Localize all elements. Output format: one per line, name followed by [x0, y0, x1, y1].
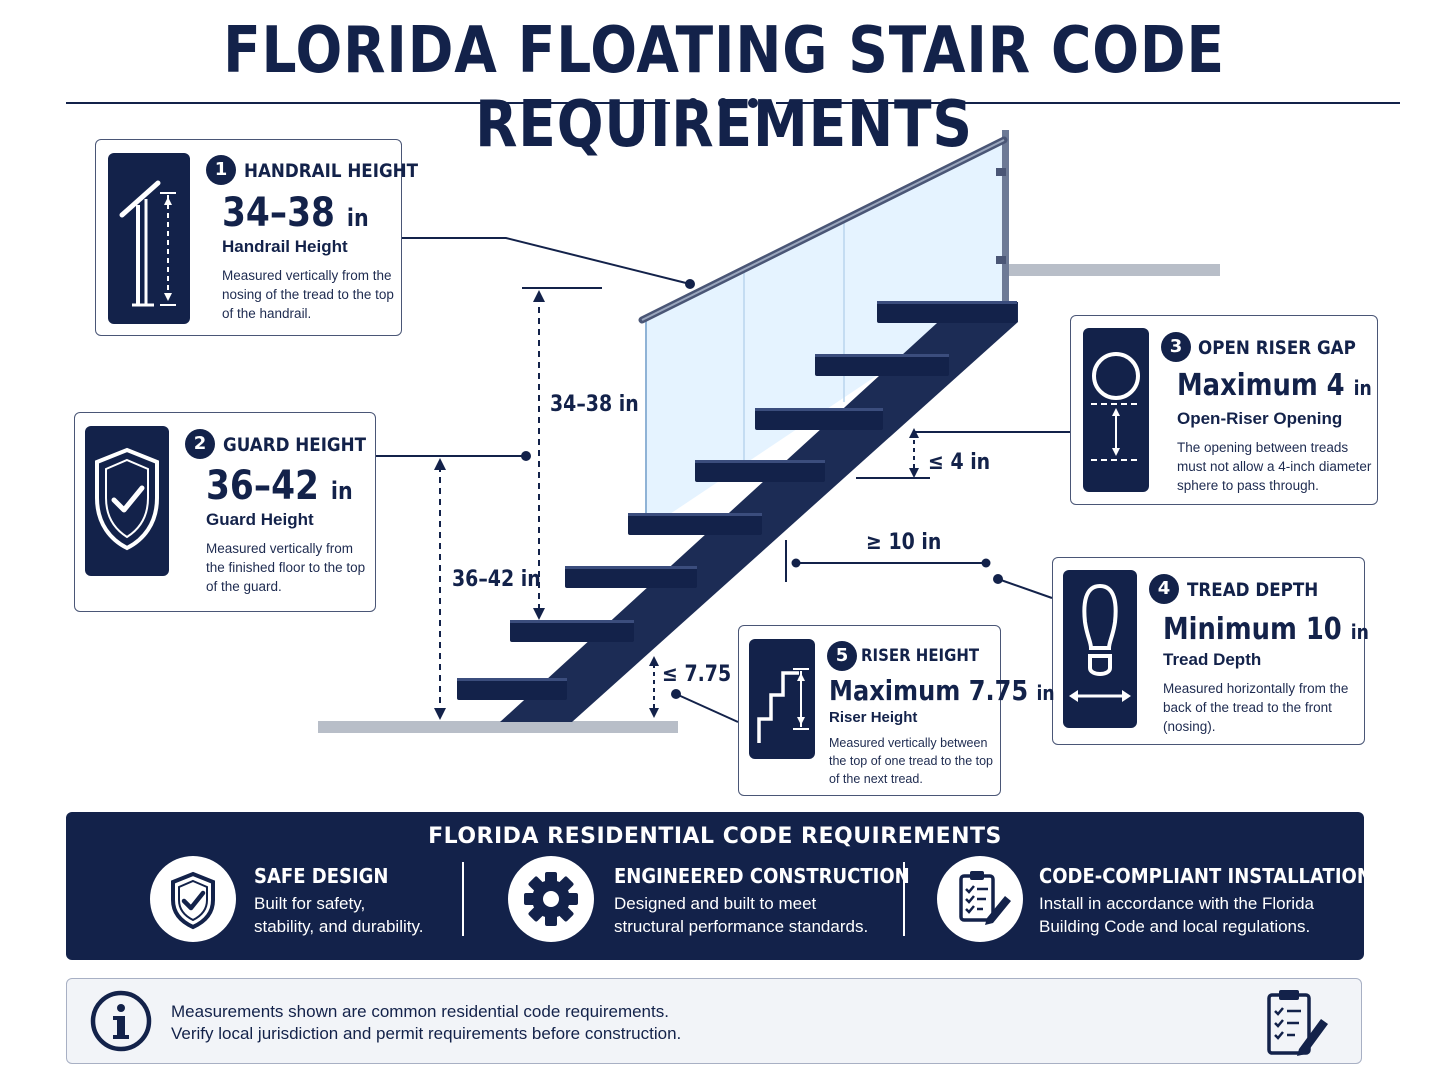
- stair-treads: [457, 301, 1017, 700]
- card-subtitle: Guard Height: [206, 510, 314, 529]
- dim-label-tread: ≥ 10 in: [866, 530, 942, 555]
- disclaimer-footer: Measurements shown are common residentia…: [66, 978, 1362, 1064]
- card-subtitle: Riser Height: [829, 709, 918, 726]
- card-number: 3: [1161, 332, 1191, 362]
- card-handrail-height: 1 HANDRAIL HEIGHT 34–38 in Handrail Heig…: [95, 139, 418, 336]
- glass-guard-panel: [646, 142, 1004, 530]
- stair-stringer: [500, 302, 1018, 722]
- card-subtitle: Handrail Height: [222, 237, 348, 256]
- card-heading: HANDRAIL HEIGHT: [244, 160, 419, 182]
- card-description: Measured vertically between the top of o…: [829, 736, 994, 786]
- card-heading: OPEN RISER GAP: [1198, 337, 1356, 359]
- card-heading: TREAD DEPTH: [1187, 579, 1319, 601]
- info-icon: [90, 990, 152, 1052]
- tread: [877, 301, 1017, 323]
- sphere-gap-icon: [1083, 328, 1149, 492]
- leader-handrail: [401, 237, 691, 285]
- footprint-icon: [1063, 570, 1137, 728]
- title-dot: [718, 98, 728, 108]
- card-value: 34–38 in: [222, 190, 369, 236]
- card-riser-height: 5 RISER HEIGHT Maximum 7.75 in Riser Hei…: [738, 625, 1055, 796]
- code-requirements-banner: FLORIDA RESIDENTIAL CODE REQUIREMENTS SA…: [66, 812, 1372, 960]
- card-description: Measured horizontally from the back of t…: [1163, 681, 1349, 734]
- card-description: Measured vertically from the finished fl…: [206, 541, 366, 594]
- tread: [457, 678, 567, 700]
- banner-title: FLORIDA RESIDENTIAL CODE REQUIREMENTS: [428, 824, 1002, 849]
- gear-icon: [508, 856, 594, 942]
- dim-label-guard: 36–42 in: [452, 567, 541, 592]
- ground-floor: [318, 721, 678, 733]
- tread: [565, 566, 697, 588]
- tread: [695, 460, 825, 482]
- disclaimer-text: Measurements shown are common residentia…: [171, 1002, 682, 1043]
- title-rule-right: [776, 102, 1400, 104]
- banner-divider: [903, 862, 905, 936]
- leader-tread: [997, 578, 1053, 599]
- card-number: 2: [185, 429, 215, 459]
- clipboard-pencil-icon: [1267, 990, 1328, 1056]
- clipboard-check-icon: [937, 856, 1023, 942]
- dim-label-handrail: 34–38 in: [550, 392, 639, 417]
- shield-check-icon: [150, 856, 236, 942]
- leader-riser: [675, 693, 739, 723]
- card-subtitle: Tread Depth: [1163, 650, 1262, 669]
- card-heading: GUARD HEIGHT: [223, 434, 367, 456]
- guard-post: [1002, 130, 1009, 302]
- dim-label-open-riser: ≤ 4 in: [928, 450, 991, 475]
- card-number: 5: [827, 641, 857, 671]
- tread: [755, 408, 883, 430]
- card-description: The opening between treads must not allo…: [1177, 440, 1372, 493]
- tread: [510, 620, 634, 642]
- banner-item-title: ENGINEERED CONSTRUCTION: [614, 864, 910, 888]
- banner-item-title: CODE-COMPLIANT INSTALLATION: [1039, 864, 1372, 888]
- card-subtitle: Open-Riser Opening: [1177, 409, 1343, 428]
- card-description: Measured vertically from the nosing of t…: [222, 268, 394, 321]
- shield-check-icon: [85, 426, 169, 576]
- title-dot: [688, 98, 698, 108]
- page-title: FLORIDA FLOATING STAIR CODE REQUIREMENTS: [223, 14, 1225, 162]
- card-guard-height: 2 GUARD HEIGHT 36–42 in Guard Height Mea…: [74, 412, 376, 612]
- banner-item-desc: Built for safety,stability, and durabili…: [254, 894, 424, 936]
- card-number: 4: [1149, 574, 1179, 604]
- card-value: Maximum 7.75 in: [829, 674, 1055, 707]
- title-rule-left: [66, 102, 670, 104]
- tread: [815, 354, 949, 376]
- card-heading: RISER HEIGHT: [861, 646, 980, 666]
- title-dot: [748, 98, 758, 108]
- riser-step-icon: [749, 639, 815, 759]
- card-value: Minimum 10 in: [1163, 612, 1369, 647]
- card-open-riser-gap: 3 OPEN RISER GAP Maximum 4 in Open-Riser…: [1070, 315, 1378, 505]
- banner-divider: [462, 862, 464, 936]
- upper-floor: [1008, 264, 1220, 276]
- card-number: 1: [206, 155, 236, 185]
- card-tread-depth: 4 TREAD DEPTH Minimum 10 in Tread Depth …: [1052, 557, 1369, 745]
- card-value: Maximum 4 in: [1177, 368, 1372, 403]
- tread: [628, 513, 762, 535]
- handrail-icon: [108, 153, 190, 324]
- card-value: 36–42 in: [206, 463, 353, 509]
- banner-item-title: SAFE DESIGN: [254, 864, 389, 888]
